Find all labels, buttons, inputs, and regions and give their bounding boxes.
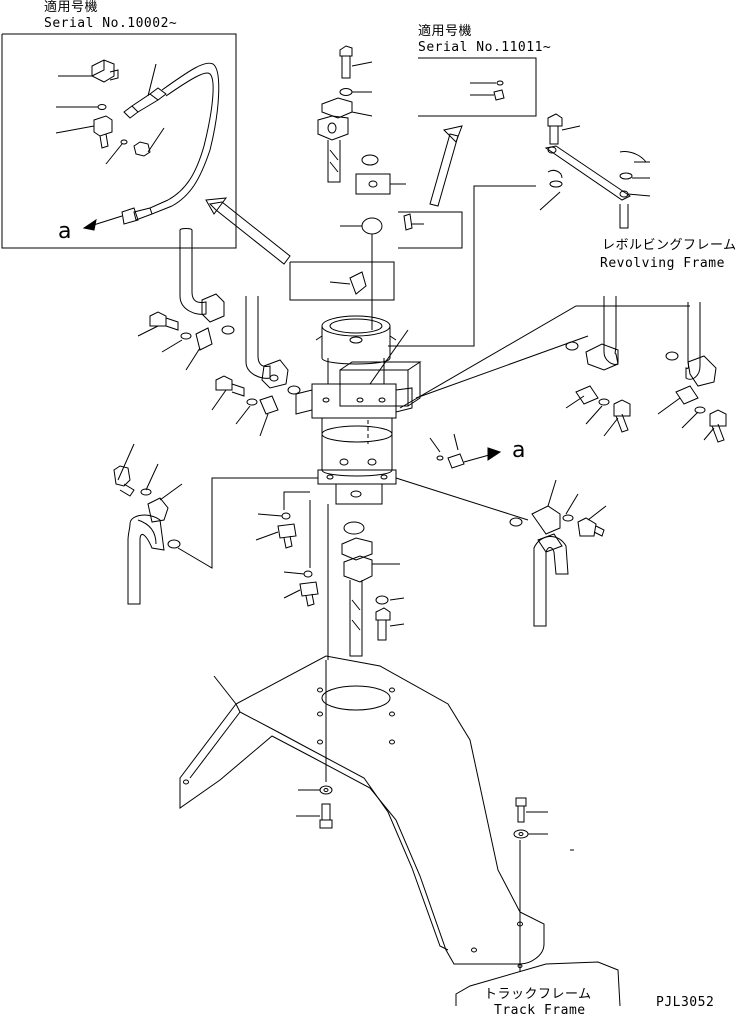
bracket-bolts	[296, 660, 574, 972]
hose-right-lower	[510, 480, 606, 626]
inset-right-applicable-label: 適用号機	[418, 24, 473, 39]
hose-right-upper	[566, 296, 726, 442]
fittings-under-swivel	[256, 513, 318, 606]
track-frame-en-label: Track Frame	[494, 1003, 586, 1018]
top-centre-parts	[318, 46, 406, 330]
drawing-code: PJL3052	[656, 995, 715, 1010]
revolving-frame-jp-label: レボルビングフレーム	[602, 238, 736, 253]
hose-lower-left	[114, 444, 182, 604]
inset-left-view-mark: a	[58, 219, 72, 244]
track-frame-bracket	[180, 656, 544, 964]
inset-left-serial-label: Serial No.10002~	[44, 16, 178, 31]
inset-right-box	[418, 58, 536, 116]
hose-upper-left	[138, 229, 234, 371]
swivel-joint	[296, 316, 420, 534]
lower-centre-clamp	[342, 538, 404, 656]
inset-right-serial-label: Serial No.11011~	[418, 40, 552, 55]
revolving-frame-parts	[540, 114, 650, 228]
revolving-frame-en-label: Revolving Frame	[600, 256, 725, 271]
track-frame-jp-label: トラックフレーム	[484, 987, 592, 1002]
hose-left-middle	[212, 296, 300, 436]
inset-left-box	[2, 34, 236, 248]
inset-left-applicable-label: 適用号機	[44, 0, 99, 15]
view-mark-a: a	[512, 438, 526, 463]
track-frame-outline	[456, 962, 620, 1006]
